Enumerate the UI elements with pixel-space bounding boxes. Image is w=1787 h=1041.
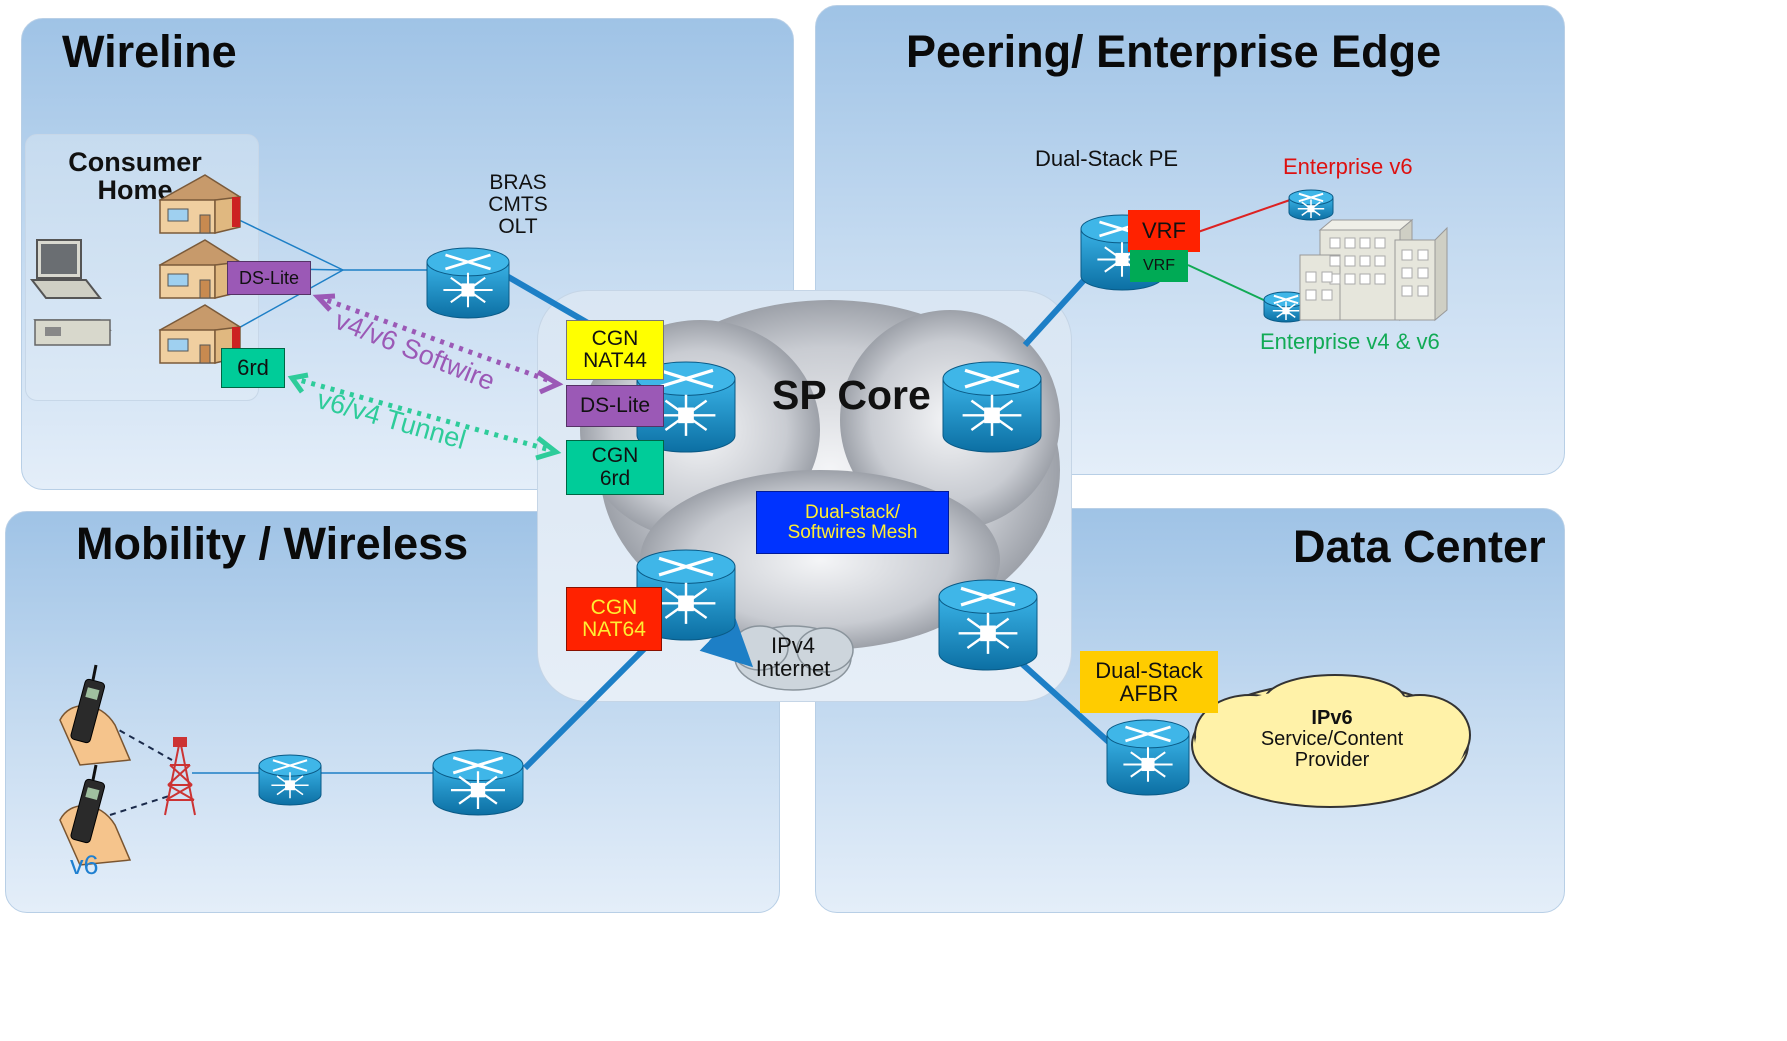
radio-links bbox=[109, 724, 173, 816]
softwire-path bbox=[317, 294, 554, 385]
ipv4-internet-label: IPv4 Internet bbox=[745, 634, 841, 680]
dual-stack-afbr-box: Dual-Stack AFBR bbox=[1080, 651, 1218, 713]
router-bras bbox=[426, 247, 510, 319]
provider-line1: IPv6 bbox=[1311, 707, 1353, 729]
mesh-line2: Softwires Mesh bbox=[787, 521, 918, 543]
router-ent-v6 bbox=[1288, 189, 1334, 221]
ipv4-line2: Internet bbox=[755, 656, 831, 682]
ipv6-provider-label: IPv6 Service/Content Provider bbox=[1252, 708, 1412, 771]
settop-box-icon bbox=[33, 319, 112, 346]
router-mobility-1 bbox=[258, 754, 322, 806]
ipv4-line1: IPv4 bbox=[770, 633, 816, 658]
laptop-icon bbox=[29, 239, 103, 299]
ent-v4v6-link bbox=[1187, 264, 1269, 303]
consumer-label-line1: Consumer bbox=[68, 147, 202, 177]
router-core-right bbox=[942, 361, 1042, 453]
provider-line3: Provider bbox=[1294, 749, 1370, 771]
cgn-nat44-box: CGN NAT44 bbox=[566, 320, 664, 380]
tunnel-path bbox=[291, 375, 551, 453]
v6-label: v6 bbox=[70, 850, 99, 880]
router-ent-v4v6 bbox=[1263, 291, 1309, 323]
provider-line2: Service/Content bbox=[1260, 728, 1404, 750]
cgn44-line2: NAT44 bbox=[583, 349, 647, 372]
cgn-nat64-box: CGN NAT64 bbox=[566, 587, 662, 651]
bras-line1: BRAS bbox=[489, 171, 547, 194]
afbr-line2: AFBR bbox=[1119, 681, 1179, 706]
house-icon bbox=[158, 304, 242, 364]
tunnel-arrowhead-right bbox=[535, 436, 562, 461]
dual-stack-pe-label: Dual-Stack PE bbox=[1035, 146, 1179, 171]
wireline-title: Wireline bbox=[62, 26, 237, 77]
cgn6rd-line1: CGN bbox=[591, 444, 639, 468]
house-icon bbox=[158, 174, 242, 234]
phone-in-hand-icon bbox=[59, 764, 132, 866]
home-6rd-tag: 6rd bbox=[221, 348, 285, 388]
router-mobility-2 bbox=[432, 749, 524, 816]
softwires-mesh-box: Dual-stack/ Softwires Mesh bbox=[756, 491, 949, 554]
cgn6rd-line2: 6rd bbox=[599, 466, 631, 490]
ent-v6-link bbox=[1197, 199, 1291, 233]
vrf-red-box: VRF bbox=[1128, 210, 1200, 252]
sp-core-label: SP Core bbox=[772, 372, 931, 418]
bras-label: BRAS CMTS OLT bbox=[478, 171, 558, 239]
vrf-green-box: VRF bbox=[1130, 250, 1188, 282]
phone-in-hand-icon bbox=[59, 664, 132, 766]
router-afbr bbox=[1106, 719, 1190, 796]
core-dslite-box: DS-Lite bbox=[566, 385, 664, 427]
softwire-arrowhead-left bbox=[312, 293, 336, 312]
router-core-bottom-right bbox=[938, 579, 1038, 671]
enterprise-v6-label: Enterprise v6 bbox=[1283, 154, 1413, 179]
peering-title: Peering/ Enterprise Edge bbox=[906, 26, 1442, 77]
cgn-6rd-box: CGN 6rd bbox=[566, 440, 664, 495]
mesh-line1: Dual-stack/ bbox=[804, 501, 901, 523]
mobility-title: Mobility / Wireless bbox=[76, 518, 469, 569]
cgn64-line2: NAT64 bbox=[582, 618, 646, 641]
enterprise-v4v6-label: Enterprise v4 & v6 bbox=[1260, 329, 1440, 354]
datacenter-title: Data Center bbox=[1293, 521, 1546, 572]
cgn64-line1: CGN bbox=[590, 595, 638, 619]
cgn44-line1: CGN bbox=[591, 326, 639, 350]
ipv4-internet-cloud bbox=[731, 625, 854, 691]
bras-line2: CMTS bbox=[488, 193, 548, 217]
home-dslite-tag: DS-Lite bbox=[227, 261, 311, 295]
tunnel-arrowhead-left bbox=[287, 372, 309, 394]
enterprise-building-icon bbox=[1299, 218, 1448, 322]
cell-tower-icon bbox=[164, 737, 196, 816]
softwire-arrowhead-right bbox=[536, 369, 564, 395]
afbr-line1: Dual-Stack bbox=[1095, 657, 1203, 683]
bras-line3: OLT bbox=[498, 215, 538, 239]
